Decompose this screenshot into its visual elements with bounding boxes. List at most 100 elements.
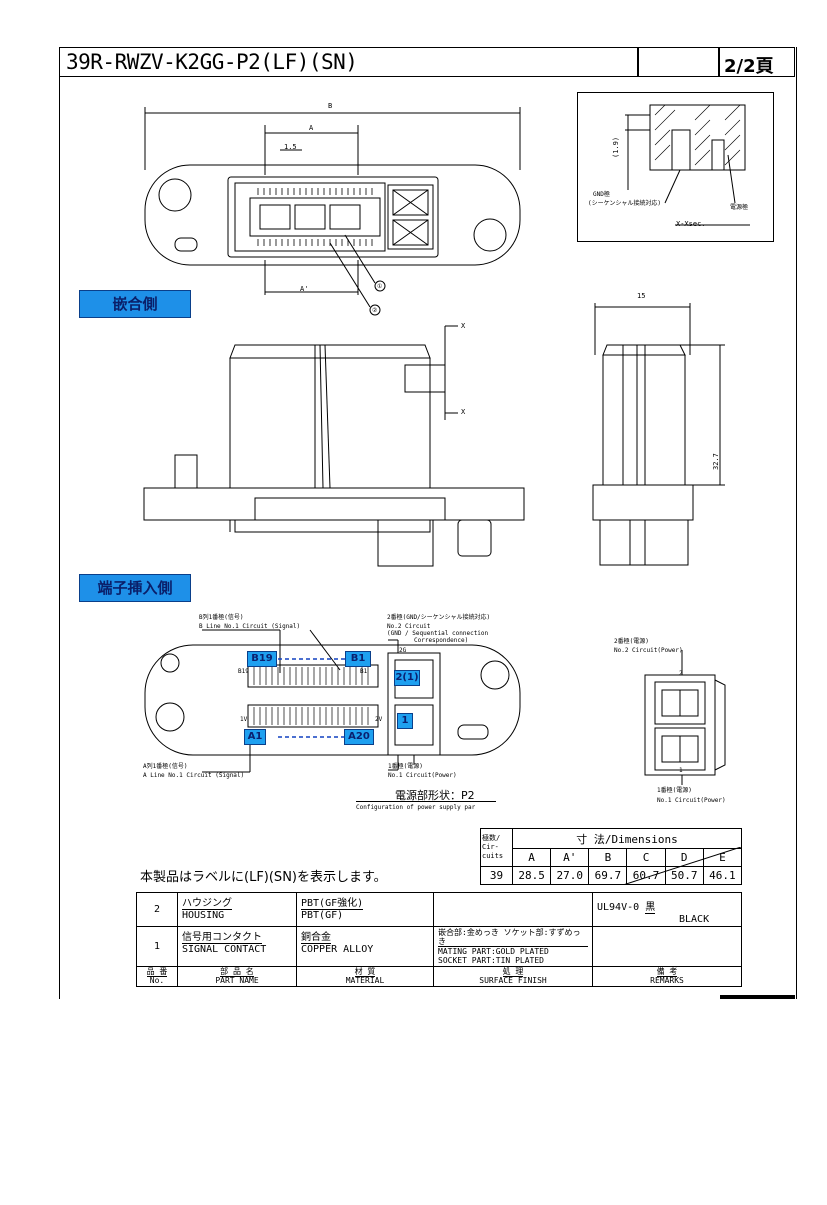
pin-label-b1: B1 bbox=[360, 668, 368, 675]
section-view-drawing bbox=[625, 104, 750, 226]
material-en: PBT(GF) bbox=[301, 910, 344, 921]
remarks-jp: 黒 bbox=[645, 898, 656, 914]
part-remarks: UL94V-0 黒 BLACK bbox=[592, 892, 742, 927]
power1-label-jp: 1番極(電源) bbox=[388, 763, 423, 770]
dim-value-b: 69.7 bbox=[588, 866, 628, 885]
material-jp: PBT(GF強化) bbox=[301, 894, 364, 910]
top-view-drawing bbox=[144, 107, 521, 316]
side-view-drawing bbox=[592, 303, 725, 566]
title-bar bbox=[59, 47, 795, 77]
dim-value-a-prime: 27.0 bbox=[550, 866, 590, 885]
mating-side-label: 嵌合側 bbox=[79, 290, 191, 318]
config-underline bbox=[356, 801, 496, 802]
section-label: X-Xsec. bbox=[676, 220, 706, 228]
footer-no-en: No. bbox=[149, 976, 165, 985]
footer-remarks: 備 考 REMARKS bbox=[592, 966, 742, 987]
footer-remarks-en: REMARKS bbox=[650, 976, 684, 985]
gnd-circuit-label-en: Correspondence) bbox=[414, 637, 469, 644]
finish-en: SOCKET PART:TIN PLATED bbox=[438, 956, 544, 965]
part-finish bbox=[433, 892, 593, 927]
dimensions-table: 極数/ Cir- cuits 寸 法/Dimensions A A' B C D… bbox=[480, 828, 743, 885]
gnd-circuit-label-jp: 2番極(GND/シーケンシャル接続対応) bbox=[387, 614, 491, 621]
title-divider bbox=[637, 47, 639, 77]
dimension-a-prime-label: A' bbox=[300, 285, 309, 293]
circuits-header: 極数/ Cir- cuits bbox=[480, 828, 513, 867]
circuits-header-line: 極数/ bbox=[482, 834, 501, 842]
table-footer-row: 品 番 No. 部 品 名 PART NAME 材 質 MATERIAL 処 理… bbox=[136, 966, 742, 987]
section-mark-x-bottom: X bbox=[461, 408, 466, 416]
side-height-dim: 32.7 bbox=[712, 453, 720, 470]
material-jp: 銅合金 bbox=[301, 928, 331, 944]
power1-label-en: No.1 Circuit(Power) bbox=[388, 772, 457, 779]
power-config-jp: 電源部形状：P2 bbox=[395, 789, 475, 802]
pin-tag-b19: B19 bbox=[247, 651, 277, 667]
a-row-label-en: A Line No.1 Circuit (Signal) bbox=[143, 772, 245, 779]
footer-material: 材 質 MATERIAL bbox=[296, 966, 434, 987]
drawing-sheet bbox=[59, 47, 797, 999]
dimension-b-label: B bbox=[328, 102, 333, 110]
part-name-en: HOUSING bbox=[182, 910, 225, 921]
part-name-jp: ハウジング bbox=[182, 894, 232, 910]
power-no1-label-en: No.1 Circuit(Power) bbox=[657, 797, 726, 804]
remarks-en: BLACK bbox=[679, 914, 710, 925]
dim-value-e: 46.1 bbox=[702, 866, 743, 885]
power-no2-label-en: No.2 Circuit(Power) bbox=[614, 647, 683, 654]
section-view-frame bbox=[577, 92, 774, 242]
part-finish: 嵌合部:金めっき ソケット部:すずめっき MATING PART:GOLD PL… bbox=[433, 926, 593, 967]
finish-en: MATING PART:GOLD PLATED bbox=[438, 947, 549, 956]
front-view-drawing bbox=[143, 325, 525, 567]
pin-label-2g: 2G bbox=[399, 647, 407, 654]
gnd-circuit-label-en: No.2 Circuit bbox=[387, 623, 431, 630]
part-remarks bbox=[592, 926, 742, 967]
footer-finish: 処 理 SURFACE FINISH bbox=[433, 966, 593, 987]
part-name: ハウジング HOUSING bbox=[177, 892, 297, 927]
power-detail-drawing bbox=[644, 650, 726, 785]
table-row: 1 信号用コンタクト SIGNAL CONTACT 銅合金 COPPER ALL… bbox=[136, 926, 742, 967]
circuits-header-line: cuits bbox=[482, 852, 504, 860]
dim-circuits-value: 39 bbox=[480, 866, 513, 885]
gnd-circuit-label-en: (GND / Sequential connection bbox=[387, 630, 489, 637]
page-number: 2/2頁 bbox=[724, 56, 774, 77]
power-pole-label: 電源極 bbox=[730, 204, 749, 211]
part-material: PBT(GF強化) PBT(GF) bbox=[296, 892, 434, 927]
dim-col-a: A bbox=[511, 848, 552, 867]
power-pin-2: 2 bbox=[679, 670, 683, 677]
pin-tag-2g1: 2(1) bbox=[394, 670, 420, 686]
pin-tag-b1: B1 bbox=[345, 651, 371, 667]
dim-value-a: 28.5 bbox=[511, 866, 552, 885]
callout-1: ① bbox=[377, 283, 383, 290]
title-divider bbox=[718, 47, 720, 77]
finish-jp: 嵌合部:金めっき ソケット部:すずめっき bbox=[438, 928, 588, 947]
power-pin-1: 1 bbox=[679, 767, 683, 774]
part-no: 1 bbox=[136, 926, 178, 967]
gnd-label-note: (シーケンシャル接続対応) bbox=[588, 200, 662, 207]
part-number-title: 39R-RWZV-K2GG-P2(LF)(SN) bbox=[66, 50, 358, 74]
dim-value-d: 50.7 bbox=[664, 866, 704, 885]
label-note: 本製品はラベルに(LF)(SN)を表示します。 bbox=[140, 870, 387, 885]
part-material: 銅合金 COPPER ALLOY bbox=[296, 926, 434, 967]
dimensions-strikethrough bbox=[623, 847, 742, 885]
dimension-a-label: A bbox=[309, 124, 314, 132]
footer-no: 品 番 No. bbox=[136, 966, 178, 987]
power-no2-label-jp: 2番極(電源) bbox=[614, 638, 649, 645]
circuits-header-line: Cir- bbox=[482, 843, 499, 851]
footer-name: 部 品 名 PART NAME bbox=[177, 966, 297, 987]
part-name: 信号用コンタクト SIGNAL CONTACT bbox=[177, 926, 297, 967]
part-no: 2 bbox=[136, 892, 178, 927]
dim-col-b: B bbox=[588, 848, 628, 867]
a-row-label-jp: A列1番極(信号) bbox=[143, 763, 188, 770]
terminal-view-drawing bbox=[144, 629, 521, 773]
footer-material-en: MATERIAL bbox=[345, 976, 385, 985]
remarks-rating: UL94V-0 bbox=[597, 902, 640, 913]
footer-name-en: PART NAME bbox=[215, 976, 259, 985]
pin-label-2v: 2V bbox=[375, 716, 383, 723]
bottom-rule bbox=[720, 995, 795, 999]
pin-tag-a20: A20 bbox=[344, 729, 374, 745]
section-height-dim: (1.9) bbox=[612, 136, 620, 158]
parts-table: 2 ハウジング HOUSING PBT(GF強化) PBT(GF) UL94V-… bbox=[136, 892, 742, 987]
part-name-jp: 信号用コンタクト bbox=[182, 928, 262, 944]
power-no1-label-jp: 1番極(電源) bbox=[657, 787, 692, 794]
side-width-dim: 15 bbox=[637, 292, 646, 300]
part-name-en: SIGNAL CONTACT bbox=[182, 944, 267, 955]
power-config-en: Configuration of power supply par bbox=[356, 804, 476, 811]
